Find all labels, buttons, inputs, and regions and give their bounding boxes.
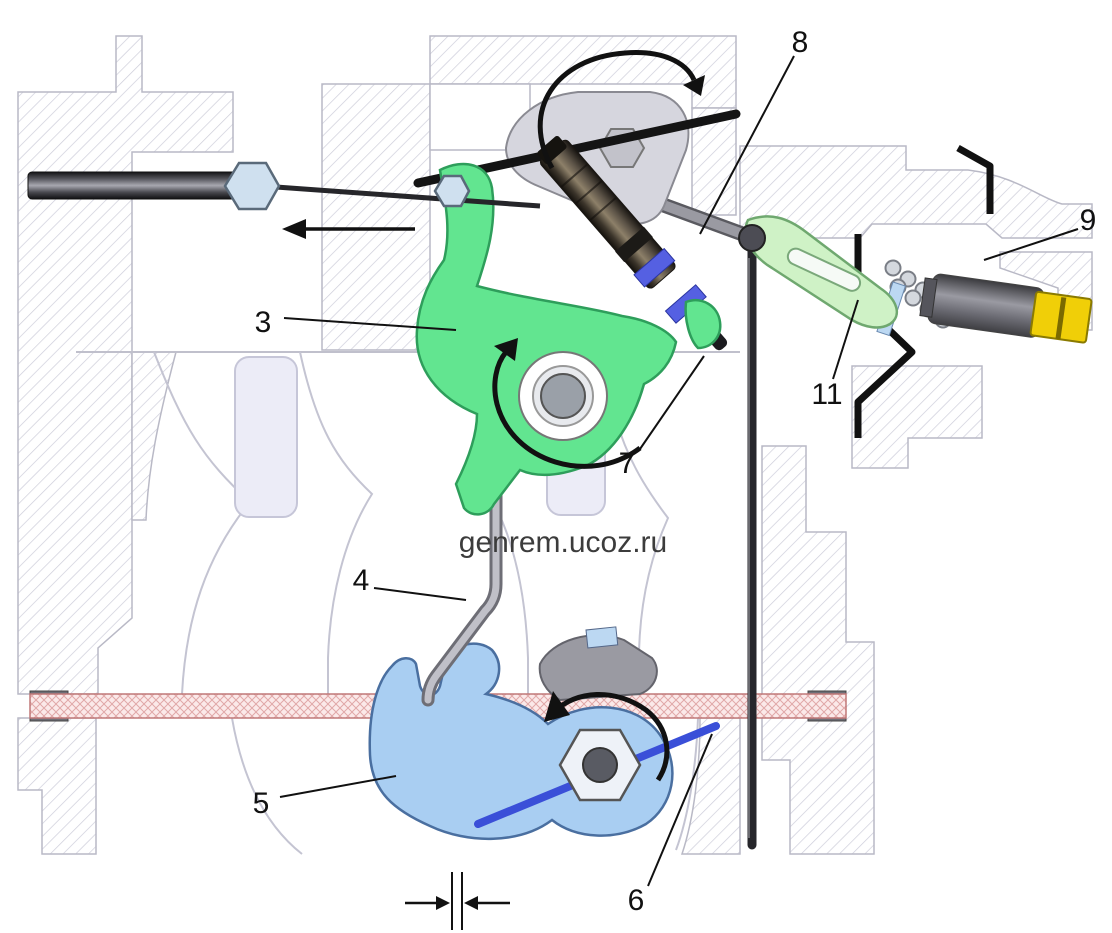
- leader-part-6: [647, 733, 713, 887]
- channel-outline-top: [956, 144, 994, 214]
- leader-part-7: [639, 355, 705, 450]
- bracket-body: [504, 91, 690, 225]
- label-part-7: 7: [619, 447, 636, 480]
- leader-part-8: [699, 55, 795, 235]
- pull-arrow-head-icon: [282, 219, 306, 239]
- valve-assembly-9: [854, 144, 1093, 438]
- choke-linkage: [27, 161, 541, 239]
- green-lever-grip: [684, 299, 722, 350]
- housing-top-right-sliver: [691, 107, 737, 216]
- gap-indicator: [405, 872, 510, 930]
- housing-right-wall: [761, 445, 875, 855]
- screw-slot: [1055, 297, 1067, 340]
- housing-left-inner-wedge: [131, 351, 177, 521]
- valve-body-cylinder: [927, 273, 1045, 338]
- rotation-arrow-cw-icon: [537, 50, 697, 170]
- leader-part-11: [832, 299, 859, 380]
- housing-bottom-right: [680, 717, 741, 855]
- green-lever-3: [415, 162, 678, 516]
- cam-bolt-center: [582, 747, 618, 783]
- hex-nut-small: [433, 174, 471, 208]
- cam-group: [368, 626, 720, 840]
- label-part-5: 5: [253, 787, 270, 820]
- label-part-4: 4: [353, 564, 370, 597]
- label-part-3: 3: [255, 306, 272, 339]
- gap-arrow-right-icon: [436, 896, 450, 910]
- cam-backing-plate: [538, 634, 658, 702]
- plunger-collar: [615, 226, 653, 263]
- rotation-arrow-ccw-lever-icon: [492, 350, 642, 469]
- leader-part-5: [279, 775, 397, 798]
- link-lever-slot: [786, 247, 862, 292]
- thin-link-rod: [275, 184, 541, 209]
- venturi-insert-left: [234, 356, 298, 518]
- leader-lines: [279, 55, 1079, 887]
- rotation-arrow-ccw-cam-head-icon: [544, 691, 570, 722]
- housing-right-top: [739, 145, 1093, 239]
- connecting-rod-4: [421, 459, 503, 707]
- housing-center-column: [321, 83, 431, 351]
- label-part-11: 11: [811, 378, 842, 411]
- link-lever-pivot: [738, 224, 766, 252]
- housing-right-lower-block: [851, 365, 983, 469]
- leader-part-4: [373, 587, 467, 601]
- rotation-arrow-cw-head-icon: [683, 75, 705, 96]
- cam-tab: [585, 626, 619, 649]
- pivot-bushing: [540, 373, 586, 419]
- leader-part-9: [983, 228, 1079, 261]
- label-part-9: 9: [1080, 204, 1097, 237]
- hex-nut-large: [223, 161, 281, 211]
- rotation-arrow-ccw-cam-icon: [552, 692, 670, 782]
- gap-arrow-left-icon: [464, 896, 478, 910]
- rotation-arrow-cw-top: [537, 50, 705, 170]
- rotation-arrow-ccw-lever-head-icon: [494, 338, 518, 361]
- label-part-6: 6: [628, 884, 645, 917]
- label-part-8: 8: [792, 26, 809, 59]
- plunger-blue-band-upper: [633, 247, 676, 288]
- leader-part-3: [283, 317, 457, 331]
- pull-rod: [27, 171, 251, 200]
- housing-bottom-left: [17, 717, 97, 855]
- watermark-text: genrem.ucoz.ru: [459, 526, 667, 559]
- link-lever-11: [738, 215, 899, 329]
- valve-body-cap: [919, 277, 938, 318]
- housing-left-wall: [17, 35, 234, 695]
